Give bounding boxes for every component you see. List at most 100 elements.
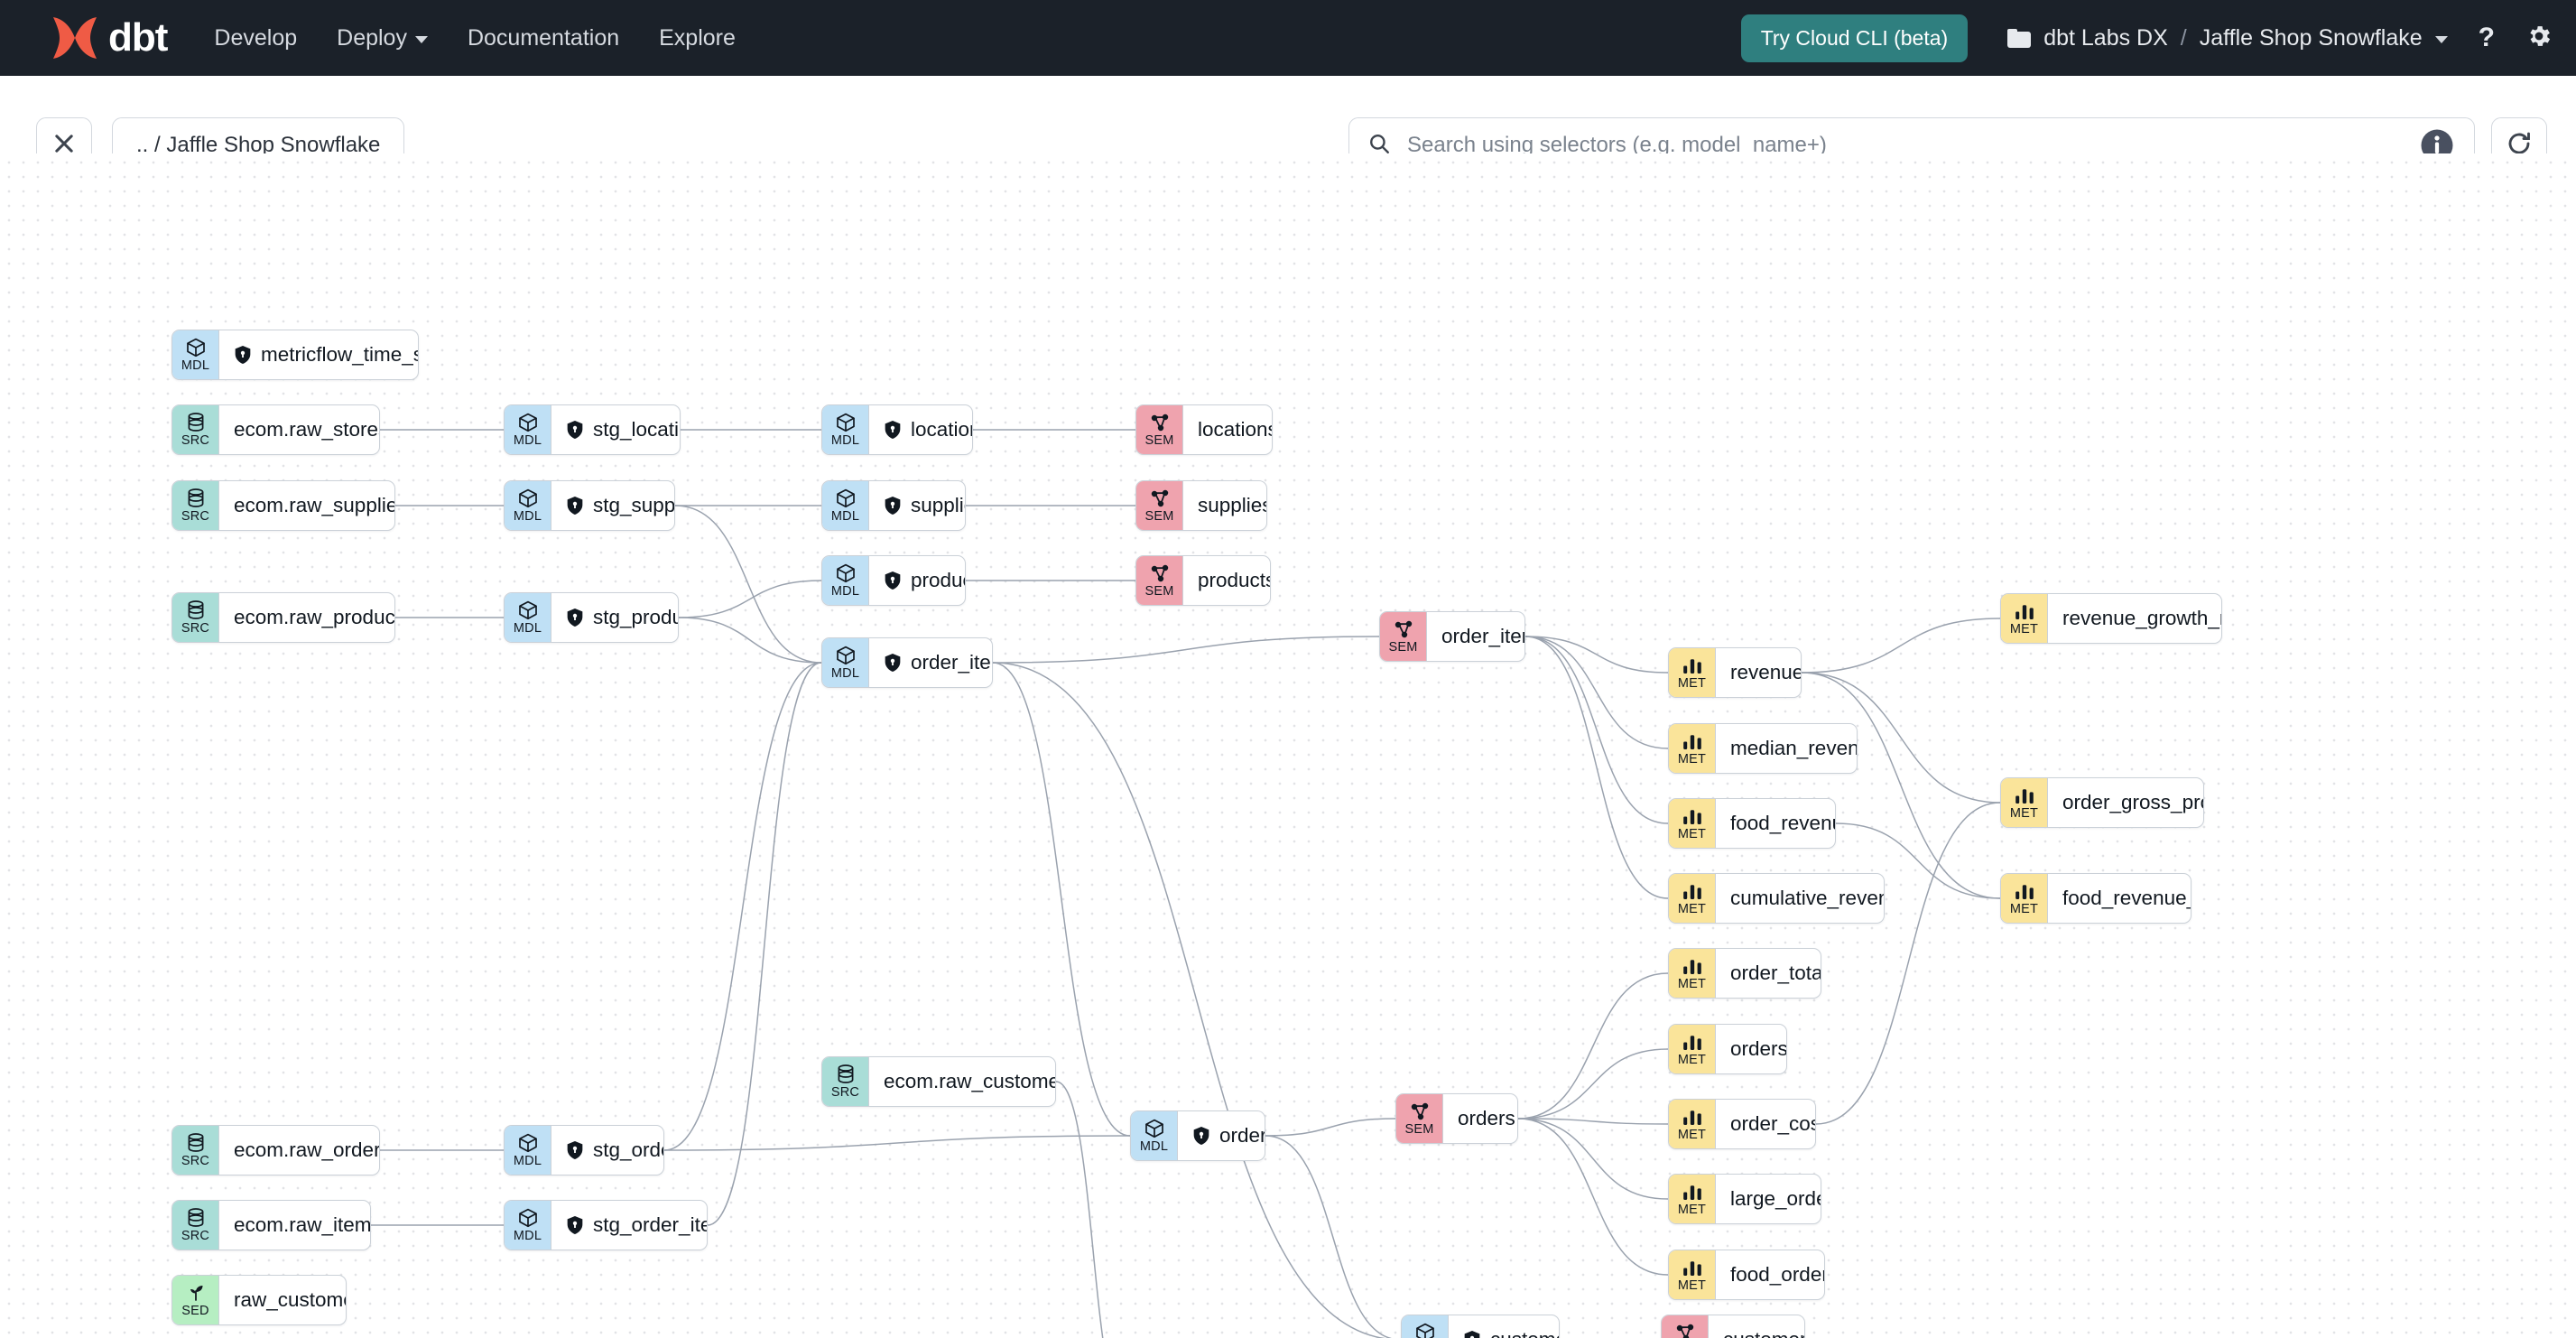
graph-node-supplies-mdl[interactable]: MDLsupplies <box>821 480 966 531</box>
node-label: revenue <box>1730 661 1802 683</box>
node-label: orders <box>1730 1037 1787 1060</box>
project-name[interactable]: Jaffle Shop Snowflake <box>2199 24 2423 51</box>
chevron-down-icon[interactable] <box>2434 35 2448 43</box>
node-label-wrap: order_total <box>1716 949 1821 998</box>
node-type-badge-met: MET <box>1669 648 1716 697</box>
node-type-badge-src: SRC <box>822 1057 869 1106</box>
node-label: stg_order_items <box>593 1213 707 1236</box>
database-icon <box>188 1132 203 1152</box>
cube-icon <box>836 563 855 582</box>
cube-icon <box>836 413 855 432</box>
node-label-wrap: products <box>869 556 965 605</box>
graph-node-orders-mdl[interactable]: MDLorders <box>1130 1110 1265 1161</box>
node-label: raw_customers <box>234 1288 346 1311</box>
account-name[interactable]: dbt Labs DX <box>2043 24 2168 51</box>
graph-node-customers-mdl[interactable]: MDLcustomers <box>1401 1315 1560 1338</box>
node-type-label: MDL <box>513 1228 542 1243</box>
node-label-wrap: locations <box>869 405 972 454</box>
graph-nodes-icon <box>1151 564 1168 581</box>
try-cloud-cli-button[interactable]: Try Cloud CLI (beta) <box>1740 14 1969 62</box>
graph-node-revenue[interactable]: MET revenue <box>1668 647 1802 698</box>
help-icon[interactable]: ? <box>2478 23 2495 52</box>
node-type-badge-src: SRC <box>172 481 219 530</box>
lineage-edge <box>1801 672 2001 804</box>
node-label-wrap: order_cost <box>1716 1100 1815 1148</box>
node-type-badge-src: SRC <box>172 593 219 642</box>
nav-develop[interactable]: Develop <box>214 24 298 51</box>
account-breadcrumb: dbt Labs DX / Jaffle Shop Snowflake <box>2007 24 2448 51</box>
node-type-badge-mdl: MDL <box>505 481 551 530</box>
node-label: orders <box>1458 1107 1515 1129</box>
nav-explore[interactable]: Explore <box>659 24 736 51</box>
node-label-wrap: orders <box>1443 1094 1517 1143</box>
seedling-icon <box>190 1285 202 1301</box>
lineage-edge <box>663 1135 1131 1151</box>
node-type-badge-sem: SEM <box>1662 1315 1709 1338</box>
node-type-label: MET <box>1677 1127 1707 1142</box>
node-label-wrap: ecom.raw_items <box>219 1201 370 1250</box>
graph-node-products-mdl[interactable]: MDLproducts <box>821 555 966 606</box>
node-label: stg_products <box>593 606 678 628</box>
graph-node-order-cost[interactable]: MET order_cost <box>1668 1099 1816 1149</box>
graph-node-raw-customers[interactable]: SED raw_customers <box>171 1275 347 1325</box>
shield-icon <box>235 346 251 364</box>
node-type-badge-met: MET <box>1669 799 1716 848</box>
gear-icon[interactable] <box>2525 23 2553 54</box>
dbt-logo[interactable]: dbt <box>49 14 168 62</box>
shield-icon <box>1464 1331 1480 1338</box>
lineage-edge <box>1517 1118 1669 1125</box>
node-label: large_order <box>1730 1187 1821 1210</box>
node-label-wrap: locations <box>1183 405 1272 454</box>
node-type-badge-mdl: MDL <box>505 405 551 454</box>
node-type-label: MET <box>1677 826 1707 841</box>
node-type-badge-mdl: MDL <box>172 330 219 379</box>
nav-documentation[interactable]: Documentation <box>467 24 620 51</box>
node-type-badge-met: MET <box>1669 949 1716 998</box>
bar-chart-icon <box>1682 884 1701 899</box>
node-type-label: SED <box>181 1303 209 1318</box>
graph-node-customers-sem[interactable]: SEMcustomers <box>1661 1315 1805 1338</box>
search-info-button[interactable] <box>2418 126 2456 164</box>
node-label-wrap: customers <box>1449 1315 1559 1338</box>
node-type-badge-sem: SEM <box>1136 405 1183 454</box>
lineage-edge <box>992 662 1131 1137</box>
node-label: ecom.raw_supplies <box>234 494 395 516</box>
dbt-wordmark: dbt <box>108 15 168 60</box>
graph-node-locations-mdl[interactable]: MDLlocations <box>821 404 973 455</box>
graph-node-stg-order-items[interactable]: MDL stg_order_items <box>504 1200 708 1250</box>
nav-deploy[interactable]: Deploy <box>337 25 428 51</box>
lineage-canvas[interactable]: MDLmetricflow_time_spineSRCecom.raw_stor… <box>0 153 2576 1338</box>
node-label-wrap: ecom.raw_stores <box>219 405 379 454</box>
bar-chart-icon <box>1682 809 1701 824</box>
bar-chart-icon <box>1682 1035 1701 1050</box>
node-label-wrap: raw_customers <box>219 1276 346 1324</box>
graph-node-ecom-raw-supplies[interactable]: SRC ecom.raw_supplies <box>171 480 395 531</box>
node-label: locations <box>911 418 972 441</box>
